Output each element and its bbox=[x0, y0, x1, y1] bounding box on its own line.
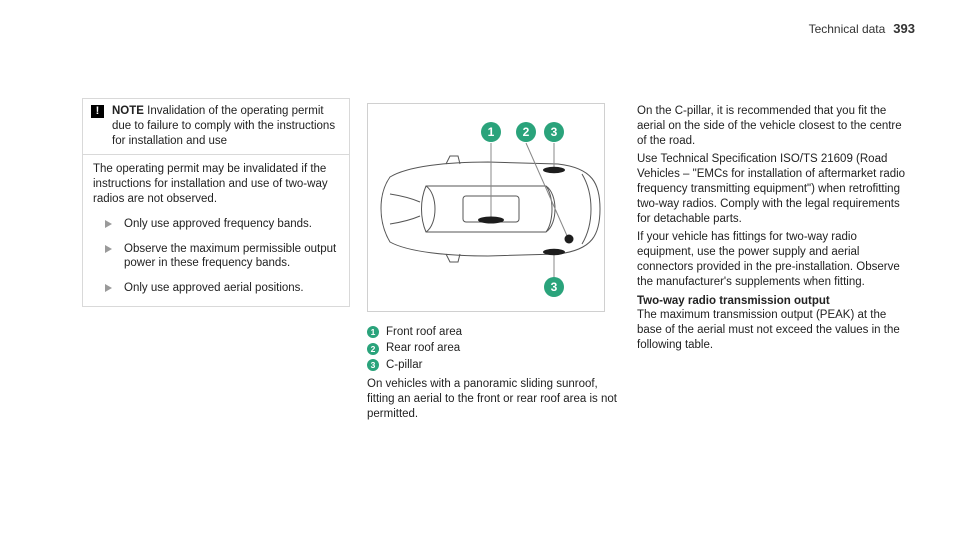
note-paragraph: The operating permit may be invalidated … bbox=[93, 163, 328, 205]
legend-paragraph: On vehicles with a panoramic sliding sun… bbox=[367, 378, 617, 420]
bullet-text: Only use approved aerial positions. bbox=[124, 282, 304, 295]
figure-legend: 1 Front roof area 2 Rear roof area 3 C-pill… bbox=[367, 325, 617, 422]
arrow-right-icon bbox=[105, 244, 112, 253]
arrow-right-icon bbox=[105, 284, 112, 293]
car-figure: 1 2 3 3 bbox=[367, 103, 605, 312]
paragraph-iso-spec: Use Technical Specification ISO/TS 21609… bbox=[637, 153, 906, 225]
bullet-item: Observe the maximum permissible output p… bbox=[93, 242, 339, 272]
page-header: Technical data 393 bbox=[808, 21, 915, 37]
legend-label: C-pillar bbox=[386, 358, 423, 371]
right-column: On the C-pillar, it is recommended that … bbox=[637, 104, 907, 357]
note-body: The operating permit may be invalidated … bbox=[83, 154, 349, 306]
legend-item: 1 Front roof area bbox=[367, 325, 617, 340]
callout-2-badge bbox=[516, 122, 536, 142]
section-title: Technical data bbox=[808, 22, 886, 36]
marker-c-pillar-top bbox=[543, 166, 565, 174]
note-box: ! NOTE Invalidation of the operating per… bbox=[82, 98, 350, 307]
note-header: ! NOTE Invalidation of the operating per… bbox=[83, 99, 349, 154]
legend-label: Rear roof area bbox=[386, 342, 461, 355]
section-heading: Two-way radio transmission output bbox=[637, 294, 830, 307]
marker-c-pillar-bottom bbox=[543, 248, 565, 256]
callouts bbox=[481, 122, 564, 297]
legend-item: 3 C-pillar bbox=[367, 358, 617, 373]
legend-badge: 2 bbox=[367, 342, 379, 355]
callout-3-label: 3 bbox=[551, 125, 558, 139]
bullet-item: Only use approved aerial positions. bbox=[93, 281, 339, 296]
marker-front-roof bbox=[478, 216, 504, 224]
aerial-markers bbox=[478, 166, 574, 256]
callout-3-badge bbox=[544, 122, 564, 142]
callout-3b-label: 3 bbox=[551, 280, 558, 294]
warning-icon: ! bbox=[91, 105, 104, 118]
paragraph-output: The maximum transmission output (PEAK) a… bbox=[637, 309, 900, 351]
callout-1-badge bbox=[481, 122, 501, 142]
marker-rear-roof bbox=[564, 234, 574, 244]
legend-badge: 3 bbox=[367, 358, 379, 371]
note-heading: NOTE Invalidation of the operating permi… bbox=[112, 104, 339, 148]
legend-item: 2 Rear roof area bbox=[367, 341, 617, 356]
page-number: 393 bbox=[893, 21, 915, 36]
bullet-text: Observe the maximum permissible output p… bbox=[124, 242, 337, 270]
callout-3b-badge bbox=[544, 277, 564, 297]
paragraph-c-pillar: On the C-pillar, it is recommended that … bbox=[637, 105, 902, 147]
callout-1-label: 1 bbox=[488, 125, 495, 139]
arrow-right-icon bbox=[105, 219, 112, 228]
bullet-text: Only use approved frequency bands. bbox=[124, 217, 312, 230]
paragraph-fittings: If your vehicle has fittings for two-way… bbox=[637, 231, 900, 288]
note-title-text: Invalidation of the operating permit due… bbox=[112, 105, 336, 147]
bullet-item: Only use approved frequency bands. bbox=[93, 217, 339, 232]
car-top-view-icon: 1 2 3 3 bbox=[380, 122, 601, 297]
note-title: NOTE bbox=[112, 105, 144, 117]
legend-label: Front roof area bbox=[386, 326, 463, 338]
callout-2-label: 2 bbox=[523, 125, 530, 139]
legend-badge: 1 bbox=[367, 326, 379, 339]
